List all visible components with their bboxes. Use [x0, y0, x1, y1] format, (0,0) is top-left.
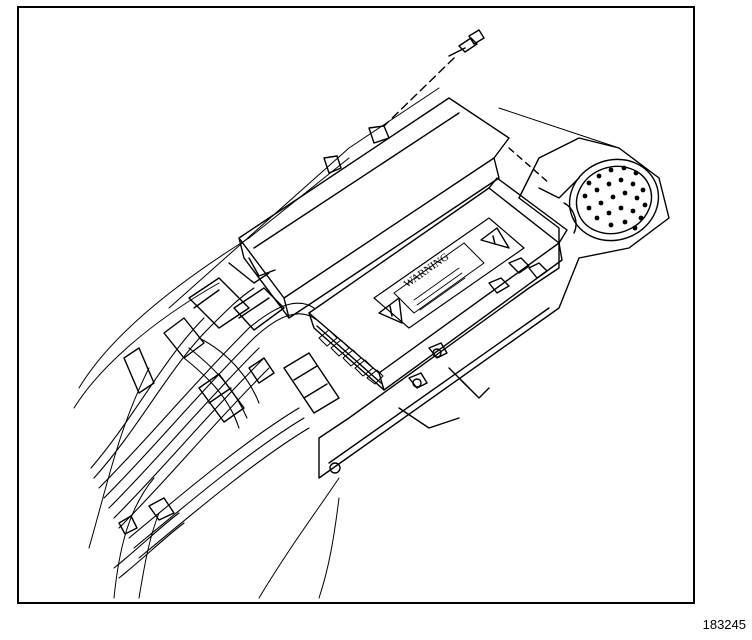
warning-label-text: WARNING — [402, 251, 451, 291]
warning-fine-print — [413, 267, 466, 311]
speaker-grille — [568, 158, 660, 242]
speaker-holes — [582, 165, 648, 231]
module-connector-pins — [318, 329, 384, 385]
upper-module-housing — [228, 97, 510, 319]
harness-connectors — [118, 277, 340, 535]
mounting-screw — [448, 29, 485, 57]
screw-alignment-dashed-line — [383, 57, 455, 127]
figure-number: 183245 — [702, 617, 746, 632]
module-mounting-tabs — [408, 257, 548, 389]
panel-background-lines — [73, 87, 620, 599]
wire-harness — [90, 287, 318, 579]
warning-label-group: WARNING — [373, 217, 525, 329]
module-wiring-illustration: WARNING — [73, 29, 670, 599]
mounting-bracket — [318, 137, 670, 479]
warning-triangle-left — [378, 297, 403, 324]
lower-module-housing — [308, 177, 568, 391]
illustration-frame: WARNING — [17, 6, 695, 604]
bracket-alignment-dashed-line — [508, 147, 550, 184]
